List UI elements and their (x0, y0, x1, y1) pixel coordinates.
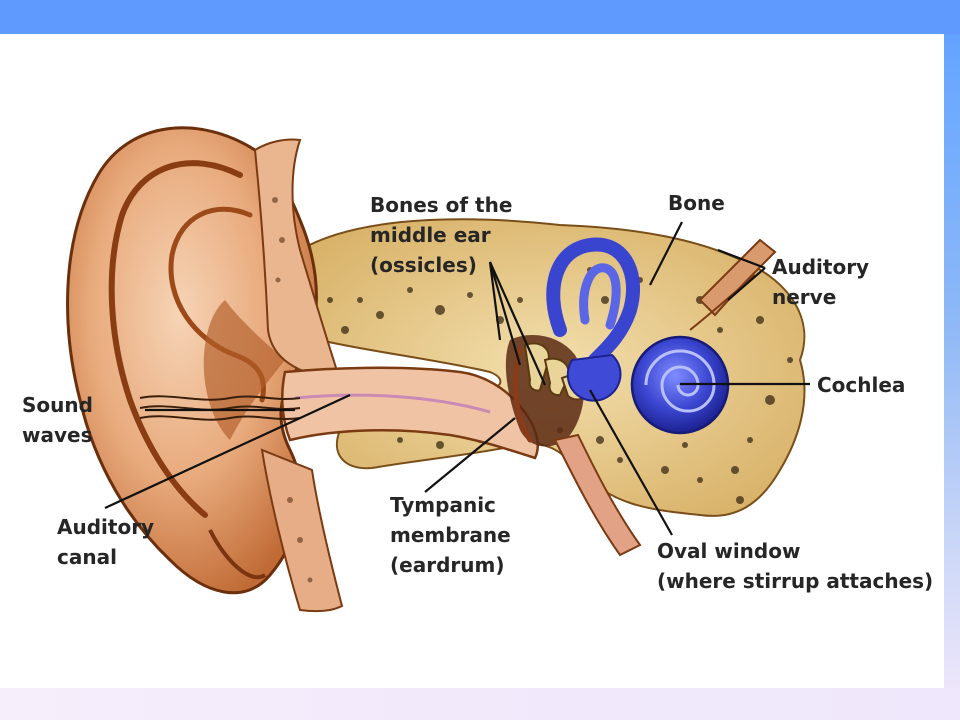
label-cochlea: Cochlea (817, 373, 905, 397)
auditory-canal (281, 366, 539, 460)
skin-tissue (253, 138, 344, 613)
label-oval-window: Oval window (where stirrup attaches) (657, 539, 933, 593)
label-bone: Bone (668, 191, 725, 215)
slide-bottom-band (0, 688, 960, 720)
leader-lines (104, 221, 810, 536)
slide-top-band (0, 0, 960, 34)
label-sound-waves: Sound waves (22, 393, 100, 447)
eustachian-tube (553, 433, 642, 557)
label-ossicles: Bones of the middle ear (ossicles) (370, 193, 519, 277)
label-auditory-nerve: Auditory nerve (772, 255, 876, 309)
label-auditory-canal: Auditory canal (57, 515, 161, 569)
labels: Bones of the middle ear (ossicles) Bone … (22, 191, 933, 593)
sound-waves (139, 395, 301, 421)
label-tympanic-membrane: Tympanic membrane (eardrum) (390, 493, 518, 577)
